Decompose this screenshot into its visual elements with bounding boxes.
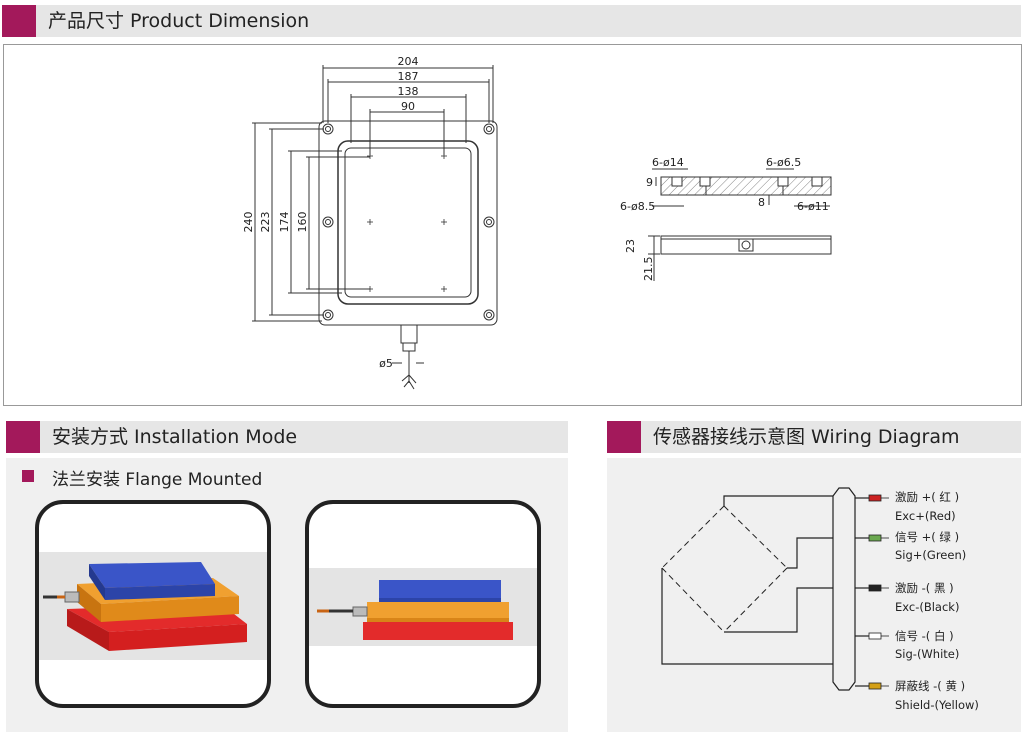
installation-panel: 法兰安装 Flange Mounted [6,458,568,732]
wire-exc-plus-cn: 激励 +( 红 ) [895,490,959,504]
wire-tip-white [868,632,882,640]
wire-exc-minus-cn: 激励 -( 黑 ) [895,581,954,595]
dim-width-204: 204 [398,55,419,68]
cable-diameter-label: ø5 [379,357,393,370]
wire-tip-black [868,584,882,592]
wiring-schematic: 激励 +( 红 ) Exc+(Red) 信号 +( 绿 ) Sig+(Green… [661,487,979,712]
wire-sig-minus-en: Sig-(White) [895,647,959,661]
flange-mounted-label: 法兰安装 Flange Mounted [52,470,263,490]
wire-exc-minus-en: Exc-(Black) [895,600,959,614]
dim-height-240: 240 [242,212,255,233]
installation-render-side [305,500,541,708]
hole-6-6-5-label: 6-ø6.5 [766,156,801,169]
bullet-square [22,470,34,482]
wiring-panel: 激励 +( 红 ) Exc+(Red) 信号 +( 绿 ) Sig+(Green… [607,458,1021,732]
dim-height-174: 174 [278,212,291,233]
wiring-diagram-header: 传感器接线示意图 Wiring Diagram [607,421,1021,453]
wire-tip-yellow [868,682,882,690]
dim-width-138: 138 [398,85,419,98]
hole-6-11-label: 6-ø11 [797,200,829,213]
dimension-drawing: 204 187 138 90 240 223 174 160 ø5 [242,55,832,390]
installation-render-perspective [35,500,271,708]
height-21-5-label: 21.5 [642,257,655,282]
product-dimension-header: 产品尺寸 Product Dimension [2,5,1021,37]
wiring-diagram-title: 传感器接线示意图 Wiring Diagram [653,426,960,448]
depth-9-label: 9 [646,176,653,189]
perspective-render [39,552,267,660]
height-23-label: 23 [624,239,637,253]
wire-tip-red [868,494,882,502]
dim-width-90: 90 [401,100,415,113]
installation-mode-header: 安装方式 Installation Mode [6,421,568,453]
depth-8-label: 8 [758,196,765,209]
wire-sig-plus-en: Sig+(Green) [895,548,966,562]
accent-square [2,5,36,37]
accent-square [607,421,641,453]
wire-sig-minus-cn: 信号 -( 白 ) [895,629,954,643]
dim-height-223: 223 [259,212,272,233]
hole-6-8-5-label: 6-ø8.5 [620,200,655,213]
product-dimension-title: 产品尺寸 Product Dimension [48,10,310,32]
installation-mode-title: 安装方式 Installation Mode [52,426,298,448]
product-dimension-panel: 204 187 138 90 240 223 174 160 ø5 [3,44,1022,406]
hole-6-14-label: 6-ø14 [652,156,684,169]
wire-exc-plus-en: Exc+(Red) [895,509,956,523]
wire-shield-cn: 屏蔽线 -( 黄 ) [895,679,965,693]
wire-shield-en: Shield-(Yellow) [895,698,979,712]
dim-width-187: 187 [398,70,419,83]
accent-square [6,421,40,453]
wire-tip-green [868,534,882,542]
wire-sig-plus-cn: 信号 +( 绿 ) [895,530,959,544]
side-render [309,568,537,646]
dim-height-160: 160 [296,212,309,233]
